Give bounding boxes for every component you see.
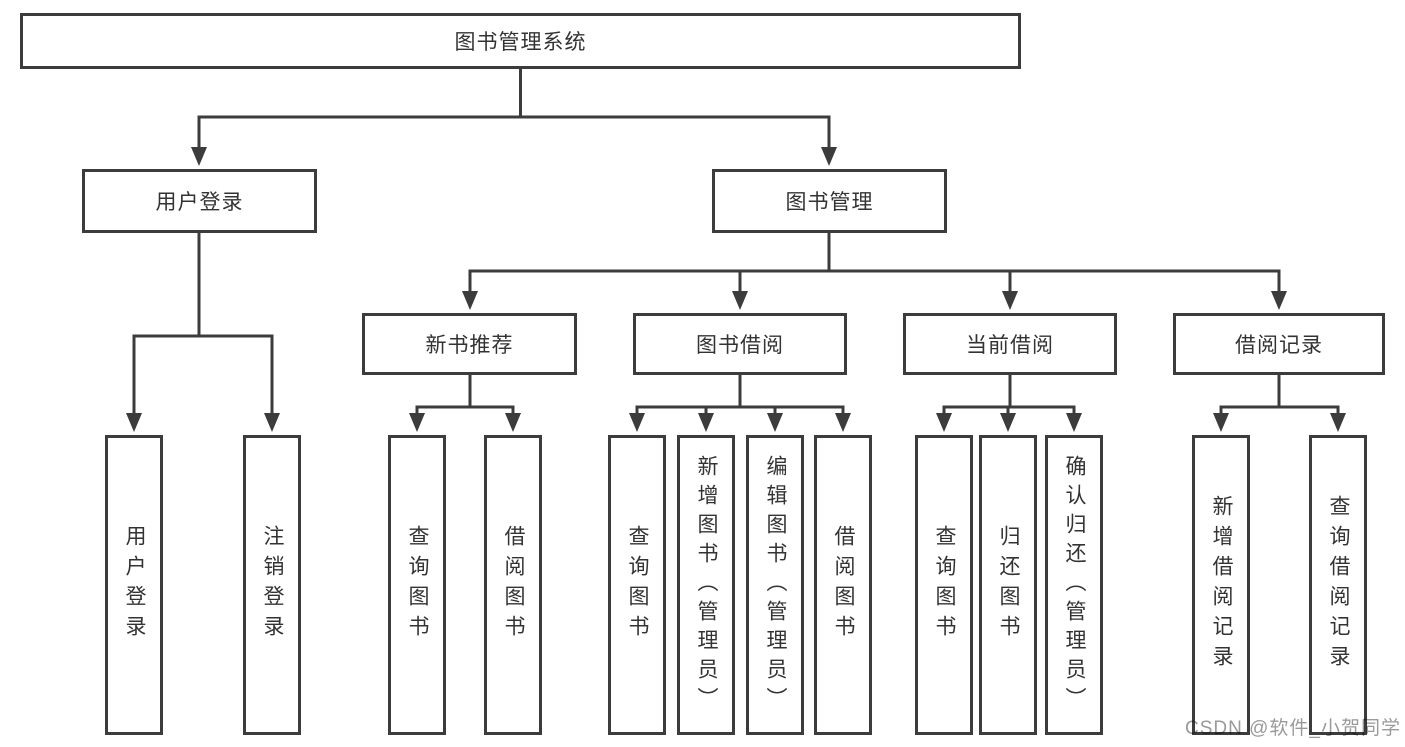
leaf-label: 用户登录 [123,525,146,645]
connector-user-login-split [132,233,274,415]
leaf-borrow-books: 借阅图书 [814,435,872,735]
leaf-label: 编辑图书（管理员） [764,454,787,716]
connector-borrow-split [635,405,845,415]
node-book-management: 图书管理 [712,169,947,233]
leaf-label: 借阅图书 [502,525,525,645]
leaf-add-books-admin: 新增图书（管理员） [677,435,735,735]
leaf-add-borrow-record: 新增借阅记录 [1192,435,1250,735]
leaf-label: 查询图书 [626,525,649,645]
connector-root-split [197,69,831,149]
connector-book-mgmt-split [468,233,1281,293]
node-book-borrow: 图书借阅 [633,313,847,375]
node-book-borrow-label: 图书借阅 [696,334,784,357]
csdn-watermark: CSDN @软件_小贺同学 [1185,718,1401,739]
leaf-query-books-current: 查询图书 [915,435,973,735]
node-new-book-recommend: 新书推荐 [362,313,577,375]
leaf-label: 查询借阅记录 [1327,495,1350,675]
leaf-edit-books-admin: 编辑图书（管理员） [746,435,804,735]
node-book-management-label: 图书管理 [785,191,874,214]
arrowheads [126,147,1346,432]
leaf-query-books-borrow: 查询图书 [608,435,666,735]
leaf-borrow-books-recommend: 借阅图书 [484,435,542,735]
node-current-borrow: 当前借阅 [903,313,1117,375]
leaf-label: 注销登录 [261,525,284,645]
node-user-login: 用户登录 [82,169,317,233]
connector-l3-trunks [468,375,1281,408]
node-current-borrow-label: 当前借阅 [966,334,1054,357]
leaf-label: 查询图书 [406,525,429,645]
leaf-user-login: 用户登录 [105,435,163,735]
node-root-label: 图书管理系统 [454,31,587,54]
leaf-label: 归还图书 [997,525,1020,645]
leaf-return-books: 归还图书 [979,435,1037,735]
node-new-book-recommend-label: 新书推荐 [425,334,514,357]
node-borrow-records: 借阅记录 [1173,313,1385,375]
leaf-logout: 注销登录 [243,435,301,735]
leaf-query-borrow-record: 查询借阅记录 [1309,435,1367,735]
node-root: 图书管理系统 [20,13,1021,69]
connector-newbook-split [415,405,515,415]
leaf-label: 确认归还（管理员） [1063,454,1086,716]
leaf-query-books-recommend: 查询图书 [388,435,446,735]
leaf-label: 借阅图书 [832,525,855,645]
node-user-login-label: 用户登录 [155,191,244,214]
leaf-label: 新增借阅记录 [1210,495,1233,675]
leaf-label: 查询图书 [933,525,956,645]
node-borrow-records-label: 借阅记录 [1235,334,1323,357]
leaf-confirm-return-admin: 确认归还（管理员） [1045,435,1103,735]
connector-records-split [1219,405,1340,415]
leaf-label: 新增图书（管理员） [695,454,718,716]
